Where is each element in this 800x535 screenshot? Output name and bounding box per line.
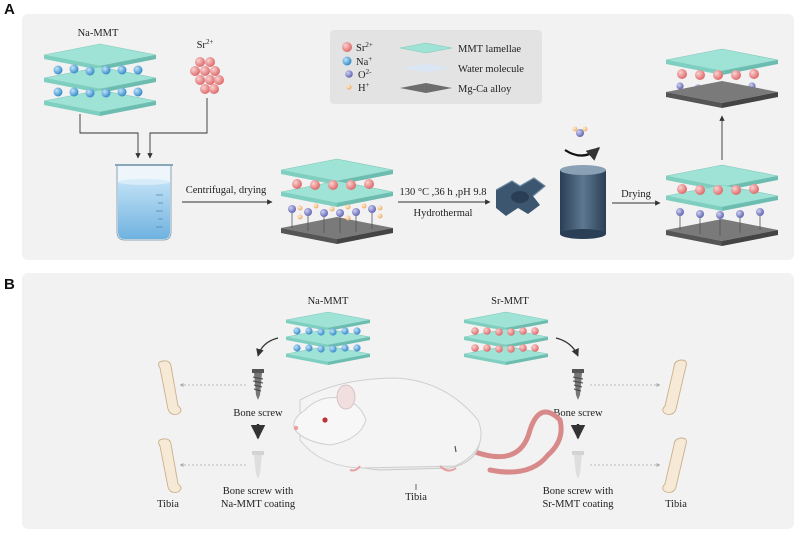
autoclave-lid — [495, 177, 546, 216]
legend-sr-label: Sr2+ — [356, 41, 373, 54]
label-coating-left-line2: Na-MMT coating — [221, 499, 296, 510]
panel-a-letter: A — [4, 1, 15, 18]
dried-structure — [665, 164, 779, 246]
label-tibia-center: Tibia — [405, 492, 427, 503]
coated-screw-right-icon — [572, 451, 584, 479]
label-coating-right-line1: Bone screw with — [543, 486, 614, 497]
intermediate-structure — [280, 158, 394, 244]
label-na-mmt-a: Na-MMT — [78, 28, 119, 39]
tibia-right-top-icon — [662, 359, 687, 415]
label-bone-screw-right: Bone screw — [553, 408, 603, 419]
legend-mmt-swatch — [399, 42, 453, 54]
label-step-hydrothermal: Hydrothermal — [414, 208, 473, 219]
na-mmt-stack-a — [43, 43, 157, 116]
water-molecule-icon — [572, 126, 588, 137]
legend-water-label: Water molecule — [458, 64, 524, 75]
legend: Sr2+ Na+ O2- H+ MMT lamellae Water molec… — [330, 30, 542, 104]
label-step-centrifugal: Centrifugal, drying — [186, 185, 267, 196]
label-bone-screw-left: Bone screw — [233, 408, 283, 419]
legend-h-label: H+ — [358, 81, 370, 94]
bone-screw-left-icon — [252, 369, 264, 400]
legend-o-label: O2- — [358, 68, 372, 81]
legend-alloy-swatch — [400, 83, 452, 93]
arrow-na-mmt-to-beaker — [79, 114, 141, 159]
beaker — [115, 164, 173, 241]
label-sr-cluster: Sr2+ — [197, 38, 214, 51]
tibia-left-bottom-icon — [158, 438, 182, 493]
arrow-sr-to-beaker — [147, 98, 208, 159]
sr-mmt-stack-b — [463, 311, 549, 365]
na-mmt-stack-b — [285, 311, 371, 365]
legend-alloy-label: Mg-Ca alloy — [458, 84, 512, 95]
tibia-left-top-icon — [158, 360, 182, 415]
tibia-right-bottom-icon — [662, 437, 687, 493]
sr-ion-cluster — [190, 57, 224, 94]
coated-screw-left-icon — [252, 451, 264, 479]
bone-screw-right-icon — [572, 369, 584, 400]
curved-arrow-right — [555, 337, 579, 357]
panel-b-letter: B — [4, 276, 15, 293]
curved-arrow-left — [256, 337, 279, 357]
legend-na-label: Na+ — [356, 55, 372, 68]
label-sr-mmt-b: Sr-MMT — [491, 296, 529, 307]
label-coating-left-line1: Bone screw with — [223, 486, 294, 497]
legend-mmt-label: MMT lamellae — [458, 44, 521, 55]
label-step-drying: Drying — [621, 189, 651, 200]
label-step-hydrothermal-conditions: 130 °C ,36 h ,pH 9.8 — [399, 187, 486, 198]
label-coating-right-line2: Sr-MMT coating — [542, 499, 614, 510]
label-tibia-left: Tibia — [157, 499, 179, 510]
label-tibia-right: Tibia — [665, 499, 687, 510]
legend-water-swatch — [400, 64, 452, 72]
autoclave-cylinder — [560, 165, 606, 239]
rotation-arrow-icon — [564, 147, 600, 161]
rat-illustration — [293, 377, 564, 475]
label-na-mmt-b: Na-MMT — [308, 296, 349, 307]
final-structure — [665, 48, 779, 108]
